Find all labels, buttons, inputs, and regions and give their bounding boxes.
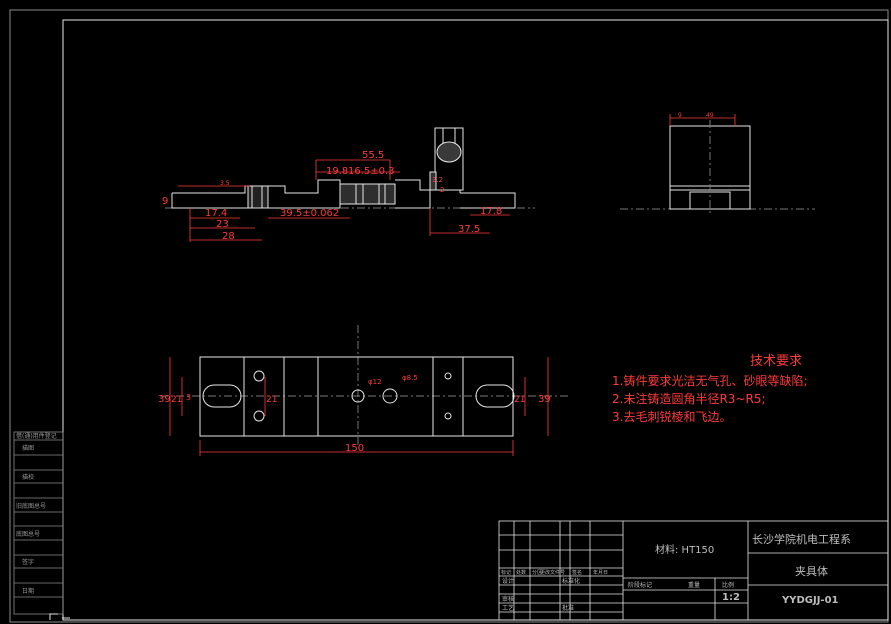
dim-55-5: 55.5 (362, 150, 384, 161)
design-label: 设计 (502, 577, 514, 585)
dim-39-5: 39.5±0.062 (280, 208, 339, 219)
side-table-labels: 借(通)用件登记 描图 描校 旧底图总号 底图总号 签字 日期 (16, 432, 57, 595)
plan-dims (169, 357, 549, 456)
dim-hole-12: φ12 (368, 378, 382, 386)
side-row-2: 描图 (22, 444, 34, 452)
dim-2: 2 (440, 186, 444, 194)
standard-label: 标准化 (562, 577, 580, 585)
dim-17-4: 17.4 (205, 208, 227, 219)
dim-plan-3-left: 3 (186, 393, 191, 402)
approve-label: 批准 (562, 604, 574, 612)
head-b: 处数 (516, 569, 526, 576)
dim-17-8: 17.8 (480, 206, 502, 217)
side-row-1: 借(通)用件登记 (16, 432, 57, 440)
stage-label: 阶段标记 (628, 581, 652, 589)
head-d: 更改文件号 (540, 569, 565, 576)
dim-plan-39-right: 39 (538, 394, 551, 405)
tech-line-3: 3.去毛刺锐棱和飞边。 (612, 410, 732, 424)
tech-line-1: 1.铸件要求光洁无气孔、砂眼等缺陷; (612, 374, 808, 388)
tech-line-2: 2.未注铸造圆角半径R3~R5; (612, 392, 766, 406)
side-row-6: 签字 (22, 558, 34, 566)
side-row-5: 底图总号 (16, 530, 40, 538)
side-dims (669, 114, 736, 126)
material-label: 材料: HT150 (655, 543, 714, 556)
dim-3-5: 3.5 (220, 180, 230, 187)
head-f: 年月日 (593, 569, 608, 576)
weight-label: 重量 (688, 581, 700, 589)
part-name: 夹具体 (795, 564, 828, 578)
head-e: 签名 (572, 569, 582, 576)
dim-37-5: 37.5 (458, 224, 480, 235)
side-row-7: 日期 (22, 587, 34, 595)
dim-side-49: 49 (706, 112, 714, 119)
review-label: 审核 (502, 595, 514, 603)
inner-frame (62, 19, 889, 621)
front-section-view (165, 127, 535, 209)
dim-plan-21-mid: 21 (266, 395, 277, 405)
dim-hole-8-5: φ8.5 (402, 374, 418, 382)
dim-9: 9 (162, 196, 168, 207)
side-table (13, 431, 64, 615)
dim-plan-21-left: 21 (171, 395, 182, 405)
dim-plan-39-left: 39 (158, 394, 171, 405)
head-a: 标记 (501, 569, 511, 576)
tech-title: 技术要求 (750, 354, 803, 369)
dim-side-9: 9 (678, 112, 682, 119)
dim-19-8: 19.8 (326, 166, 348, 177)
side-row-3: 描校 (22, 473, 34, 481)
school-name: 长沙学院机电工程系 (752, 532, 851, 546)
plan-view (160, 325, 570, 448)
dim-28: 28 (222, 231, 235, 242)
front-dims (178, 159, 510, 242)
head-c: 分区 (532, 569, 542, 576)
side-row-4: 旧底图总号 (16, 502, 46, 510)
dimension-labels: 55.5 19.8 16.5±0.3 17.4 23 28 9 3.5 39.5… (158, 112, 714, 454)
process-label: 工艺 (502, 604, 514, 612)
drawing-number: YYDGJJ-01 (781, 595, 839, 606)
dim-16-5: 16.5±0.3 (348, 166, 395, 177)
side-view (620, 120, 815, 215)
scale-value: 1:2 (722, 592, 740, 603)
ucs-icon (49, 613, 70, 620)
scale-label: 比例 (722, 581, 734, 589)
dim-plan-150: 150 (345, 443, 364, 454)
title-block-text: 材料: HT150 长沙学院机电工程系 夹具体 YYDGJJ-01 1:2 重量… (501, 532, 851, 612)
title-block-grid (498, 520, 889, 621)
dim-plan-21-right: 21 (514, 395, 525, 405)
dim-3-2: 3.2 (432, 176, 443, 184)
dim-23: 23 (216, 219, 229, 230)
outer-frame (9, 9, 889, 623)
